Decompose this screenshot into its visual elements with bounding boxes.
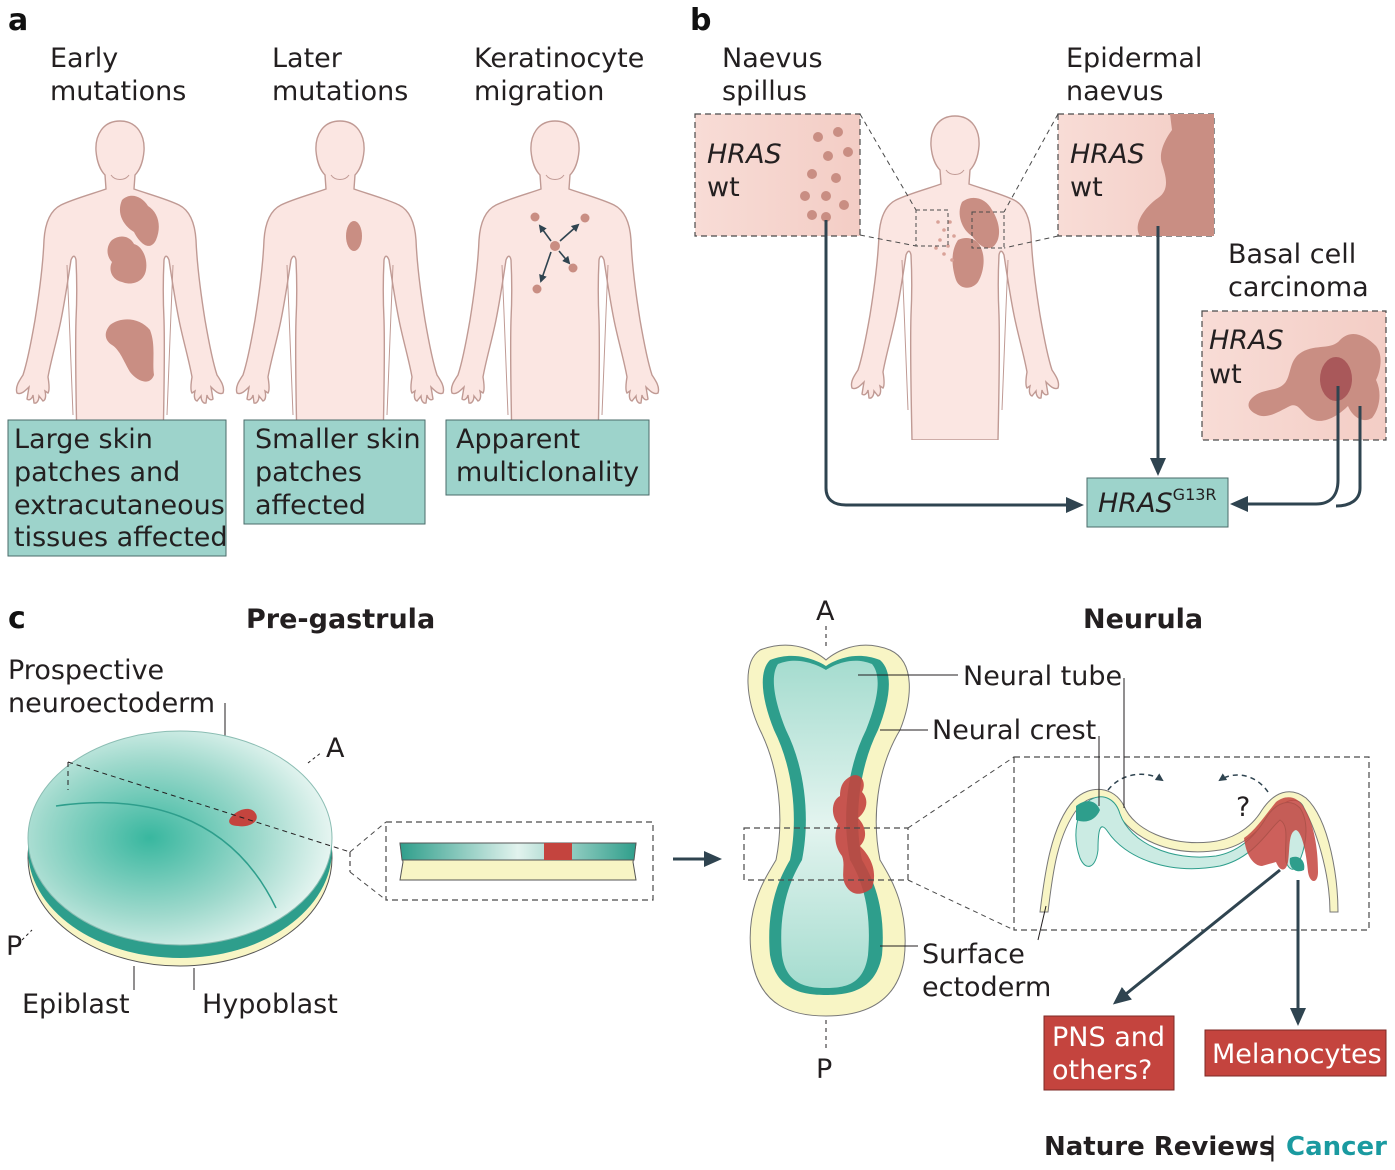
large-patch-upper [119, 195, 159, 246]
hypoblast-label: Hypoblast [202, 989, 338, 1020]
pns-box: PNS and others? [1043, 1015, 1175, 1091]
footer-journal: Cancer [1286, 1132, 1387, 1162]
naevus-spillus-1: Naevus [722, 43, 823, 74]
disc-axis-p: P [6, 931, 22, 962]
panel-b-letter: b [690, 3, 711, 38]
neural-tube-label: Neural tube [963, 661, 1122, 692]
disc-axis-a: A [326, 733, 345, 764]
basal-cell-gene: HRAS [1209, 325, 1284, 356]
question-mark: ? [1236, 792, 1250, 823]
later-box-line-3: affected [255, 490, 366, 521]
later-title-1: Later [272, 43, 343, 74]
later-box-line-1: Smaller skin [255, 424, 421, 455]
early-title-1: Early [50, 43, 118, 74]
epidermal-naevus-box: HRAS wt [1057, 113, 1215, 237]
body-figure-later [235, 120, 445, 445]
footer-brand: Nature Reviews [1044, 1132, 1274, 1162]
large-patch-lower [105, 319, 154, 382]
early-title-2: mutations [50, 76, 186, 107]
naevus-spillus-gene: HRAS [707, 139, 782, 170]
neural-crest-label: Neural crest [932, 715, 1096, 746]
svg-text:HRASG13R: HRASG13R [1098, 485, 1217, 519]
migration-title-1: Keratinocyte [474, 43, 644, 74]
migration-box-line-1: Apparent [456, 424, 580, 455]
body-figure-early [15, 120, 225, 445]
melanocytes-box: Melanocytes [1204, 1029, 1387, 1077]
neurula-title: Neurula [1083, 604, 1203, 635]
footer-sep: | [1268, 1132, 1277, 1162]
surface-ectoderm-1: Surface [922, 939, 1025, 970]
neurula-axis-a: A [816, 596, 835, 627]
naevus-spillus-wt: wt [707, 172, 740, 203]
early-box-line-3: extracutaneous [14, 490, 225, 521]
prospective-2: neuroectoderm [8, 688, 215, 719]
migration-title-2: migration [474, 76, 604, 107]
basal-cell-box: HRAS wt [1201, 310, 1387, 441]
surface-ectoderm-2: ectoderm [922, 972, 1051, 1003]
early-box-line-4: tissues affected [14, 522, 228, 553]
epidermal-naevus-gene: HRAS [1070, 139, 1145, 170]
mutation-sup: G13R [1173, 485, 1217, 504]
basal-cell-2: carcinoma [1228, 272, 1369, 303]
melanocytes-label: Melanocytes [1212, 1039, 1382, 1070]
pre-gastrula-title: Pre-gastrula [246, 604, 435, 635]
hras-g13r-box: HRASG13R [1086, 477, 1229, 528]
epiblast-label: Epiblast [22, 989, 130, 1020]
epidermal-naevus-wt: wt [1070, 172, 1103, 203]
body-figure-migration [450, 120, 660, 445]
cross-section [349, 821, 654, 901]
pns-line-1: PNS and [1052, 1022, 1165, 1053]
prospective-1: Prospective [8, 655, 164, 686]
pre-gastrula-disc [27, 730, 351, 967]
early-box-line-1: Large skin [14, 424, 153, 455]
later-title-2: mutations [272, 76, 408, 107]
large-patch-mid [107, 236, 147, 284]
neurula-axis-p: P [816, 1054, 832, 1085]
basal-cell-1: Basal cell [1228, 239, 1356, 270]
neurula-embryo [743, 644, 910, 1017]
naevus-spillus-2: spillus [722, 76, 807, 107]
basal-cell-wt: wt [1209, 359, 1242, 390]
later-box-line-2: patches [255, 457, 362, 488]
small-patch [346, 221, 362, 251]
mutation-gene: HRAS [1098, 488, 1173, 519]
naevus-spillus-box: HRAS wt [694, 113, 861, 237]
neural-fold-section [907, 756, 1370, 931]
pns-line-2: others? [1052, 1055, 1152, 1086]
epidermal-naevus-1: Epidermal [1066, 43, 1202, 74]
epidermal-naevus-2: naevus [1066, 76, 1163, 107]
early-box-line-2: patches and [14, 457, 180, 488]
body-figure-b [850, 115, 1060, 440]
migration-box-line-2: multiclonality [456, 457, 639, 488]
panel-c-letter: c [8, 601, 26, 636]
panel-a-letter: a [8, 3, 28, 38]
